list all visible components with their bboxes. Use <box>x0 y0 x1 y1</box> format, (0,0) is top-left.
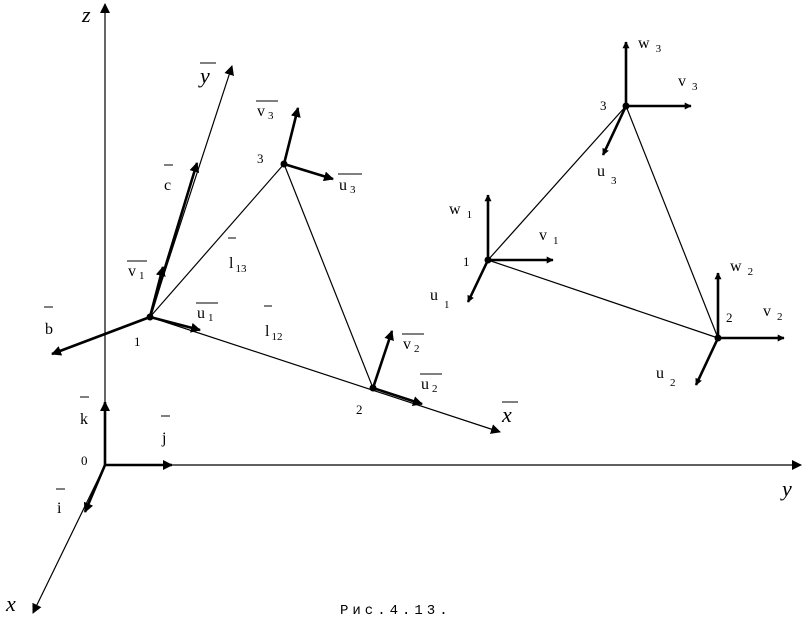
right-edge-1-2 <box>487 259 719 339</box>
axis-x-label: x <box>5 591 16 616</box>
right-node-3-label: 3 <box>600 98 607 113</box>
node-1-dot <box>146 313 154 321</box>
vector-b <box>51 315 151 356</box>
unit-k-label: k <box>80 411 88 428</box>
node-3-dot <box>280 160 288 168</box>
vector-c-label: c <box>164 177 171 194</box>
right-node-3-dot <box>622 102 630 110</box>
right-edge-1-3 <box>487 105 627 261</box>
local-y-label: y <box>198 63 210 88</box>
unit-i-arrow <box>83 464 107 513</box>
right-node-1-dot <box>484 256 492 264</box>
right-edge-3-2 <box>625 105 719 339</box>
vector-v3 <box>282 107 301 165</box>
figure-caption: Рис.4.13. <box>340 603 452 619</box>
right-u1-label: u1 <box>430 287 450 311</box>
edge-1-3 <box>149 163 285 318</box>
origin-label: 0 <box>81 453 88 468</box>
right-vector-u3 <box>601 105 628 156</box>
edge-3-2 <box>283 163 374 389</box>
right-vector-u1 <box>466 259 490 303</box>
global-axes: z y x 0 k j i <box>5 2 802 616</box>
axis-y-label: y <box>780 476 792 501</box>
vector-v1 <box>148 266 166 318</box>
right-node-1-label: 1 <box>463 254 470 269</box>
vector-u1 <box>149 315 201 333</box>
vector-u2 <box>372 386 423 406</box>
right-node-2-dot <box>714 334 722 342</box>
unit-j-label: j <box>161 430 166 447</box>
axis-x <box>32 464 106 614</box>
vector-v2 <box>371 330 394 389</box>
local-x-label: x <box>501 402 512 427</box>
right-u3-label: u3 <box>597 163 617 187</box>
unit-i-label: i <box>57 500 62 517</box>
right-node-2-label: 2 <box>726 310 733 325</box>
axis-z-label: z <box>81 2 91 27</box>
local-x-axis <box>149 316 501 434</box>
right-vector-u2 <box>694 337 720 386</box>
node-2-label: 2 <box>356 402 363 417</box>
node-3-label: 3 <box>257 151 264 166</box>
vector-u3 <box>283 162 334 182</box>
node-2-dot <box>369 384 377 392</box>
node-1-label: 1 <box>134 334 141 349</box>
right-u2-label: u2 <box>656 365 676 389</box>
vector-b-label: b <box>45 321 53 338</box>
